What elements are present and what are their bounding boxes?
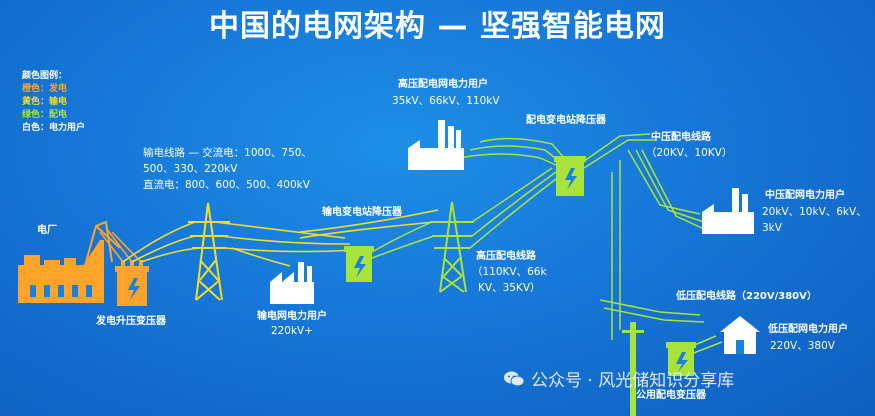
- lv-line-label: 低压配电线路（220V/380V）: [676, 291, 817, 302]
- lv-user-house-icon: [720, 316, 760, 354]
- hv-user-factory-icon: [408, 120, 464, 170]
- legend-color-name: 橙色：: [22, 84, 50, 94]
- distribution-lines: [371, 133, 723, 357]
- mv-user-label: 中压配网电力用户: [765, 190, 845, 201]
- hv-line-voltage-2: KV、35KV）: [478, 282, 541, 294]
- transmission-line-ac-label-2: 500、330、220kV: [143, 163, 238, 175]
- mv-line-label: 中压配电线路: [651, 132, 711, 143]
- transmission-user-factory-icon: [270, 262, 314, 304]
- generation-lines: [99, 227, 142, 263]
- page-title: 中国的电网架构 — 坚强智能电网: [209, 9, 666, 44]
- hv-line-label: 高压配电线路: [476, 251, 536, 262]
- pole-transformer-label: 公用配电变压器: [636, 390, 706, 401]
- watermark: 公众号 · 风光储知识分享库: [503, 366, 734, 391]
- legend-meaning: 配电: [49, 110, 68, 120]
- legend-item-distribution: 绿色：配电: [22, 110, 67, 121]
- transmission-line-ac-label: 输电线路 — 交流电：1000、750、: [143, 147, 312, 159]
- distribution-substation-icon: [554, 156, 586, 196]
- mv-line-voltage: （20KV、10KV）: [646, 147, 733, 159]
- hv-user-voltage: 35kV、66kV、110kV: [392, 95, 500, 107]
- legend-meaning: 发电: [49, 84, 68, 94]
- transmission-substation-icon: [344, 246, 374, 282]
- distribution-tower-icon: [430, 201, 474, 293]
- step-up-transformer-icon: [115, 260, 149, 306]
- mv-user-voltage-1: 20kV、10kV、6kV、: [762, 206, 867, 218]
- wechat-icon: [504, 371, 525, 386]
- lv-user-label: 低压配网电力用户: [768, 324, 848, 335]
- step-up-transformer-label: 发电升压变压器: [96, 316, 166, 327]
- mv-user-voltage-2: 3kV: [762, 222, 782, 234]
- transmission-user-voltage: 220kV+: [270, 325, 314, 337]
- transmission-line-dc-label: 直流电：800、600、500、400kV: [143, 179, 310, 191]
- legend-item-transmission: 黄色：输电: [22, 97, 67, 108]
- hv-line-voltage-1: （110KV、66k: [472, 266, 547, 278]
- mv-user-factory-icon: [702, 188, 754, 234]
- legend-color-name: 白色：: [22, 123, 50, 133]
- transmission-user-label: 输电网电力用户: [257, 311, 327, 322]
- power-plant-label: 电厂: [37, 225, 57, 236]
- distribution-substation-label: 配电变电站降压器: [526, 115, 606, 126]
- transmission-lines: [122, 209, 439, 267]
- legend-color-name: 黄色：: [22, 97, 50, 107]
- legend-meaning: 电力用户: [49, 123, 86, 133]
- distribution-pole-icon: [622, 322, 696, 416]
- hv-user-label: 高压配电网电力用户: [398, 79, 488, 90]
- legend-color-name: 绿色：: [22, 110, 50, 120]
- transmission-substation-label: 输电变电站降压器: [322, 207, 402, 218]
- lv-user-voltage: 220V、380V: [770, 340, 835, 352]
- watermark-text: 公众号 · 风光储知识分享库: [531, 371, 735, 391]
- legend-item-user: 白色：电力用户: [22, 123, 85, 134]
- legend-item-generation: 橙色：发电: [22, 84, 67, 95]
- power-plant-icon: [18, 220, 121, 303]
- legend-heading: 颜色图例：: [22, 71, 68, 81]
- transmission-tower-1-icon: [188, 202, 230, 301]
- legend-meaning: 输电: [49, 97, 68, 107]
